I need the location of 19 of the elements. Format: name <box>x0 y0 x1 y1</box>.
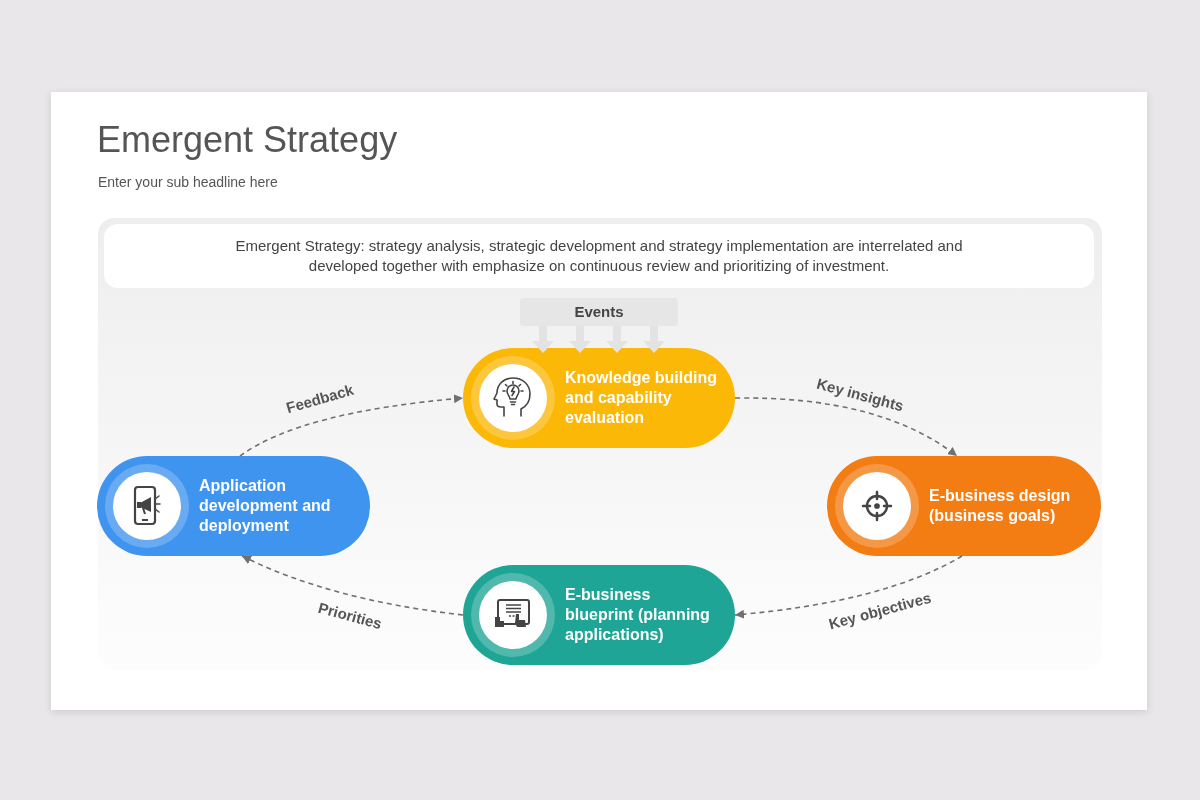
description-text: Emergent Strategy: strategy analysis, strategic development and strategy implementation are interrelated and developed together with emphasize on continuous review and prioritizing of investment. <box>234 236 964 276</box>
block-arrow <box>606 326 628 353</box>
dashed-arrow <box>239 394 464 457</box>
dashed-arrow <box>734 555 963 619</box>
step-text: E-business design (business goals) <box>929 486 1072 526</box>
block-arrow <box>569 326 591 353</box>
events-text: Events <box>574 303 624 321</box>
dashed-arrow <box>241 555 464 616</box>
title: Emergent Strategy <box>97 118 398 162</box>
dashed-arrow <box>734 397 958 457</box>
step-text: Knowledge building and capability evaluation <box>565 368 718 428</box>
subtitle: Enter your sub headline here <box>98 173 278 191</box>
step-text: Application development and deployment <box>199 476 332 536</box>
step-text: E-business blueprint (planning applications) <box>565 585 711 645</box>
edge-label: Key insights <box>814 374 906 416</box>
process-pill <box>97 456 370 556</box>
block-arrow <box>532 326 554 353</box>
block-arrow <box>643 326 665 353</box>
process-pill <box>827 456 1101 556</box>
